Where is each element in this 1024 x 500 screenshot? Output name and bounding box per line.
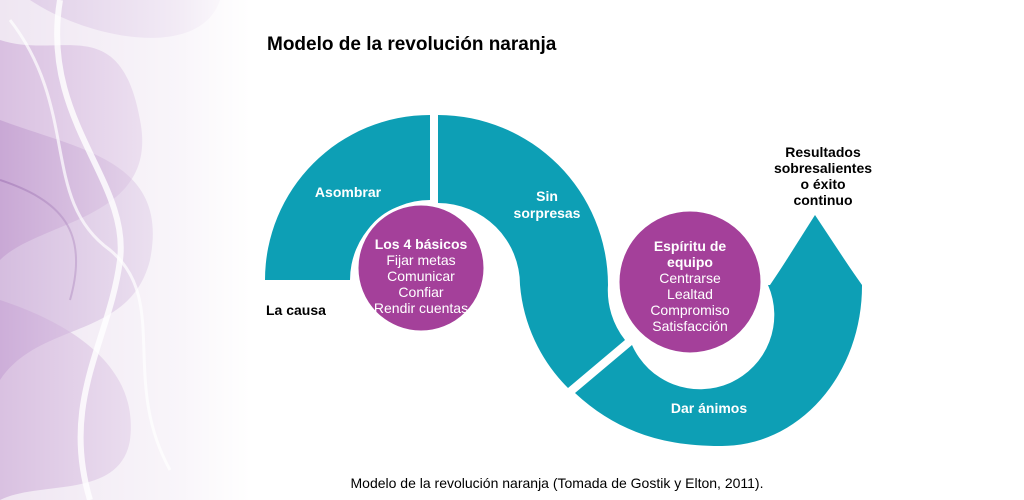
label-asombrar: Asombrar: [314, 184, 382, 200]
arrow-head-tip: [770, 215, 862, 286]
circle-left-heading: Los 4 básicos: [374, 236, 468, 252]
circle-right-item: Compromiso: [650, 302, 730, 318]
circle-espiritu-de-equipo: [616, 208, 764, 356]
circle-right-text: Espíritu de equipo Centrarse Lealtad Com…: [630, 238, 750, 334]
circle-left-item: Confiar: [398, 284, 444, 300]
segment-sin-sorpresas: [438, 115, 625, 388]
segment-asombrar: [265, 115, 430, 280]
resultados-line-1: Resultados: [785, 144, 861, 160]
figure-caption: Modelo de la revolución naranja (Tomada …: [350, 475, 764, 491]
circle-right-item: Satisfacción: [652, 318, 728, 334]
resultados-line-2: sobresalientes: [773, 160, 873, 176]
segment-dar-animos: [575, 285, 863, 447]
circle-right-heading-2: equipo: [667, 254, 713, 270]
resultados-line-3: o éxito: [800, 176, 846, 192]
circle-left-item: Comunicar: [387, 268, 455, 284]
diagram-title: Modelo de la revolución naranja: [267, 34, 557, 55]
purple-swirl-decoration: [0, 0, 250, 500]
circle-left-item: Rendir cuentas: [373, 300, 469, 316]
label-sin: Sin: [536, 188, 558, 204]
label-sorpresas: sorpresas: [513, 205, 581, 221]
label-resultados: Resultados sobresalientes o éxito contin…: [760, 144, 886, 208]
circle-left-text: Los 4 básicos Fijar metas Comunicar Conf…: [366, 236, 476, 316]
label-dar-animos: Dar ánimos: [670, 400, 748, 416]
resultados-line-4: continuo: [793, 192, 853, 208]
circle-right-item: Lealtad: [667, 286, 713, 302]
circle-right-heading-1: Espíritu de: [653, 238, 727, 254]
circle-los-4-basicos: [355, 202, 487, 334]
circle-left-item: Fijar metas: [386, 252, 456, 268]
circle-right-item: Centrarse: [659, 270, 721, 286]
label-la-causa: La causa: [266, 302, 326, 318]
